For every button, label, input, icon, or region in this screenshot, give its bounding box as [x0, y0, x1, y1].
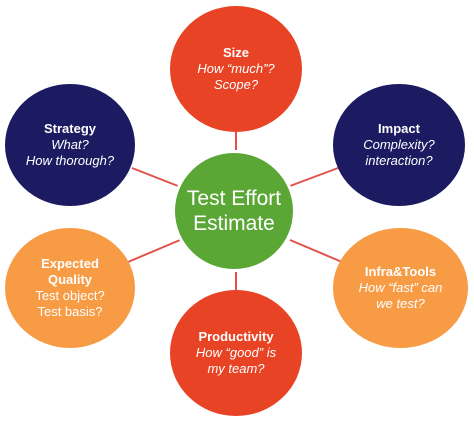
node-strategy: Strategy What? How thorough?	[5, 84, 135, 206]
node-strategy-sub1: What?	[51, 137, 89, 152]
node-size: Size How “much”? Scope?	[170, 6, 302, 132]
node-infra-title: Infra&Tools	[364, 264, 437, 279]
connector-strategy	[131, 167, 179, 187]
node-impact-sub2: interaction?	[365, 153, 433, 168]
node-quality: Expected Quality Test object? Test basis…	[5, 228, 135, 348]
node-strategy-sub2: How thorough?	[25, 153, 115, 168]
node-infra-sub2: we test?	[376, 296, 425, 311]
node-productivity-sub2: my team?	[207, 361, 265, 376]
node-size-sub1: How “much”?	[197, 61, 275, 76]
node-strategy-title: Strategy	[43, 121, 97, 136]
node-center: Test Effort Estimate	[172, 150, 296, 272]
node-productivity: Productivity How “good” is my team?	[170, 290, 302, 416]
node-impact: Impact Complexity? interaction?	[333, 84, 465, 206]
node-quality-title1: Expected	[41, 256, 99, 271]
node-size-title: Size	[222, 45, 249, 60]
node-quality-sub1: Test object?	[35, 288, 105, 303]
connector-impact	[289, 167, 339, 187]
node-quality-sub2: Test basis?	[37, 304, 103, 319]
center-title-line1: Test Effort	[186, 187, 282, 210]
node-infra: Infra&Tools How “fast” can we test?	[333, 228, 468, 348]
node-productivity-sub1: How “good” is	[195, 345, 277, 360]
node-impact-sub1: Complexity?	[363, 137, 435, 152]
node-quality-title2: Quality	[47, 272, 93, 287]
connector-quality	[127, 239, 181, 263]
connector-infra	[289, 239, 343, 263]
node-impact-title: Impact	[378, 121, 420, 136]
node-size-sub2: Scope?	[213, 77, 259, 92]
node-productivity-title: Productivity	[198, 329, 274, 344]
node-infra-sub1: How “fast” can	[358, 280, 443, 295]
center-title-line2: Estimate	[193, 212, 275, 235]
